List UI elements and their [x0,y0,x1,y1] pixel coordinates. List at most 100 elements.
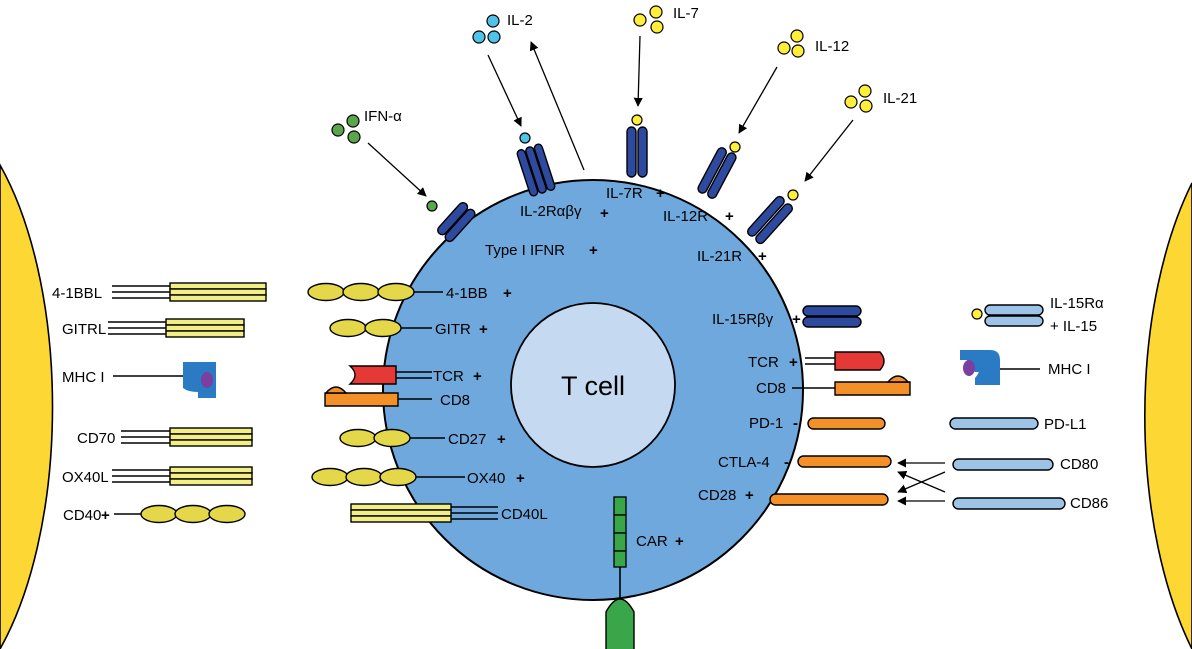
receptor-ox40-sign: + [516,470,525,487]
il7r-sign: + [656,185,665,202]
cd86-label: CD86 [1070,495,1108,512]
pd1-label: PD-1 [749,415,783,432]
il12r-sign: + [725,208,734,225]
ox40l-label: OX40L [62,469,109,486]
il12-label: IL-12 [815,38,849,55]
il21-arrow [804,119,854,182]
il2-arrow-out [529,41,585,171]
mhc1-right-label: MHC I [1048,361,1091,378]
il15r-label: IL-15Rβγ [712,311,774,328]
il15r-receptor [802,305,862,328]
receptor-gitr [329,318,402,338]
cd8-right [834,375,911,396]
ligand-41bbl [169,282,267,302]
cd80-ligand [952,458,1054,471]
il12-arrow [738,66,778,134]
tcr-left [348,365,397,385]
ligand-41bbl-label: 4-1BBL [52,285,102,302]
cd40-label: CD40 [63,507,101,524]
mhc1-right [960,350,1000,385]
cd70-ligand [169,427,253,447]
il21r-receptor [746,195,794,245]
il21r-sign: + [758,248,767,265]
mhc1-left [183,362,216,398]
cd86-ligand [952,497,1066,510]
receptor-ox40 [311,467,417,487]
t-cell-title: T cell [561,371,625,401]
receptor-41bb [307,282,415,302]
receptor-cd27-sign: + [497,431,506,448]
car-label: CAR [636,533,668,550]
il2r-receptor [516,143,556,197]
il12-bound [729,141,741,153]
il21-molecules [844,84,873,113]
il2-molecules [472,14,501,44]
il7-label: IL-7 [673,5,699,22]
ifn-alpha-arrow [367,142,427,197]
tcr-right-sign: + [789,354,798,371]
il7r-label: IL-7R [606,185,643,202]
cd28-receptor [769,493,889,506]
pd1-sign: - [793,415,798,432]
right-apc-cell [1144,182,1192,649]
mhc1-left-label: MHC I [62,369,105,386]
cd8-left-label: CD8 [440,392,470,409]
il7-molecules [633,5,664,34]
cd40-receptor [140,504,246,524]
ox40l-ligand [169,466,253,486]
tcr-left-label: TCR [433,368,464,385]
ifn-alpha-bound [426,200,438,212]
cd80-label: CD80 [1060,456,1098,473]
il7-arrow [633,35,643,107]
ctla4-sign: - [784,454,789,471]
il2r-sign: + [600,205,609,222]
car-receptor [605,496,635,649]
receptor-41bb-label: 4-1BB [446,285,488,302]
gitrl-ligand [165,318,245,338]
pdl1-ligand [949,417,1039,430]
receptor-cd40l [350,503,452,523]
il12-molecules [777,29,805,58]
tcr-left-sign: + [473,368,482,385]
cd8-left [324,386,399,407]
cd86-to-ctla4-arrow [897,471,946,493]
type1-ifnr-sign: + [589,242,598,259]
tcr-right-label: TCR [748,354,779,371]
il7r-receptor [626,126,648,178]
cd28-label: CD28 [698,487,736,504]
receptor-cd40l-label: CD40L [501,506,548,523]
il21r-label: IL-21R [697,248,742,265]
receptor-gitr-label: GITR [435,321,471,338]
nucleus [510,302,676,468]
gitrl-label: GITRL [62,321,106,338]
cd28-sign: + [745,487,754,504]
receptor-ox40-label: OX40 [467,470,505,487]
cd40-sign: + [101,507,110,524]
il2-arrow-in [487,54,522,127]
type1-ifnr-label: Type I IFNR [485,242,565,259]
ifn-alpha-label: IFN-α [364,108,402,125]
il15-label: + IL-15 [1050,318,1097,335]
il15ra-label: IL-15Rα [1050,295,1104,312]
receptor-41bb-sign: + [503,285,512,302]
pd1-receptor [807,417,886,430]
left-apc-cell [0,163,54,649]
car-sign: + [675,533,684,550]
receptor-cd27-label: CD27 [448,431,486,448]
il15r-sign: + [792,311,801,328]
il12r-receptor [697,147,737,199]
pdl1-label: PD-L1 [1044,416,1087,433]
il15ra-ligand [971,304,1044,327]
il2r-label: IL-2Rαβγ [520,203,582,220]
il12r-label: IL-12R [663,208,708,225]
type1-ifnr-receptor [437,201,476,243]
ifn-alpha-molecules [331,114,361,144]
ctla4-label: CTLA-4 [718,454,770,471]
il2-bound [519,132,531,144]
il7-bound [631,114,643,126]
il2-label: IL-2 [507,12,533,29]
il21-label: IL-21 [883,90,917,107]
il21-bound [787,189,799,201]
receptor-cd27 [339,428,411,448]
